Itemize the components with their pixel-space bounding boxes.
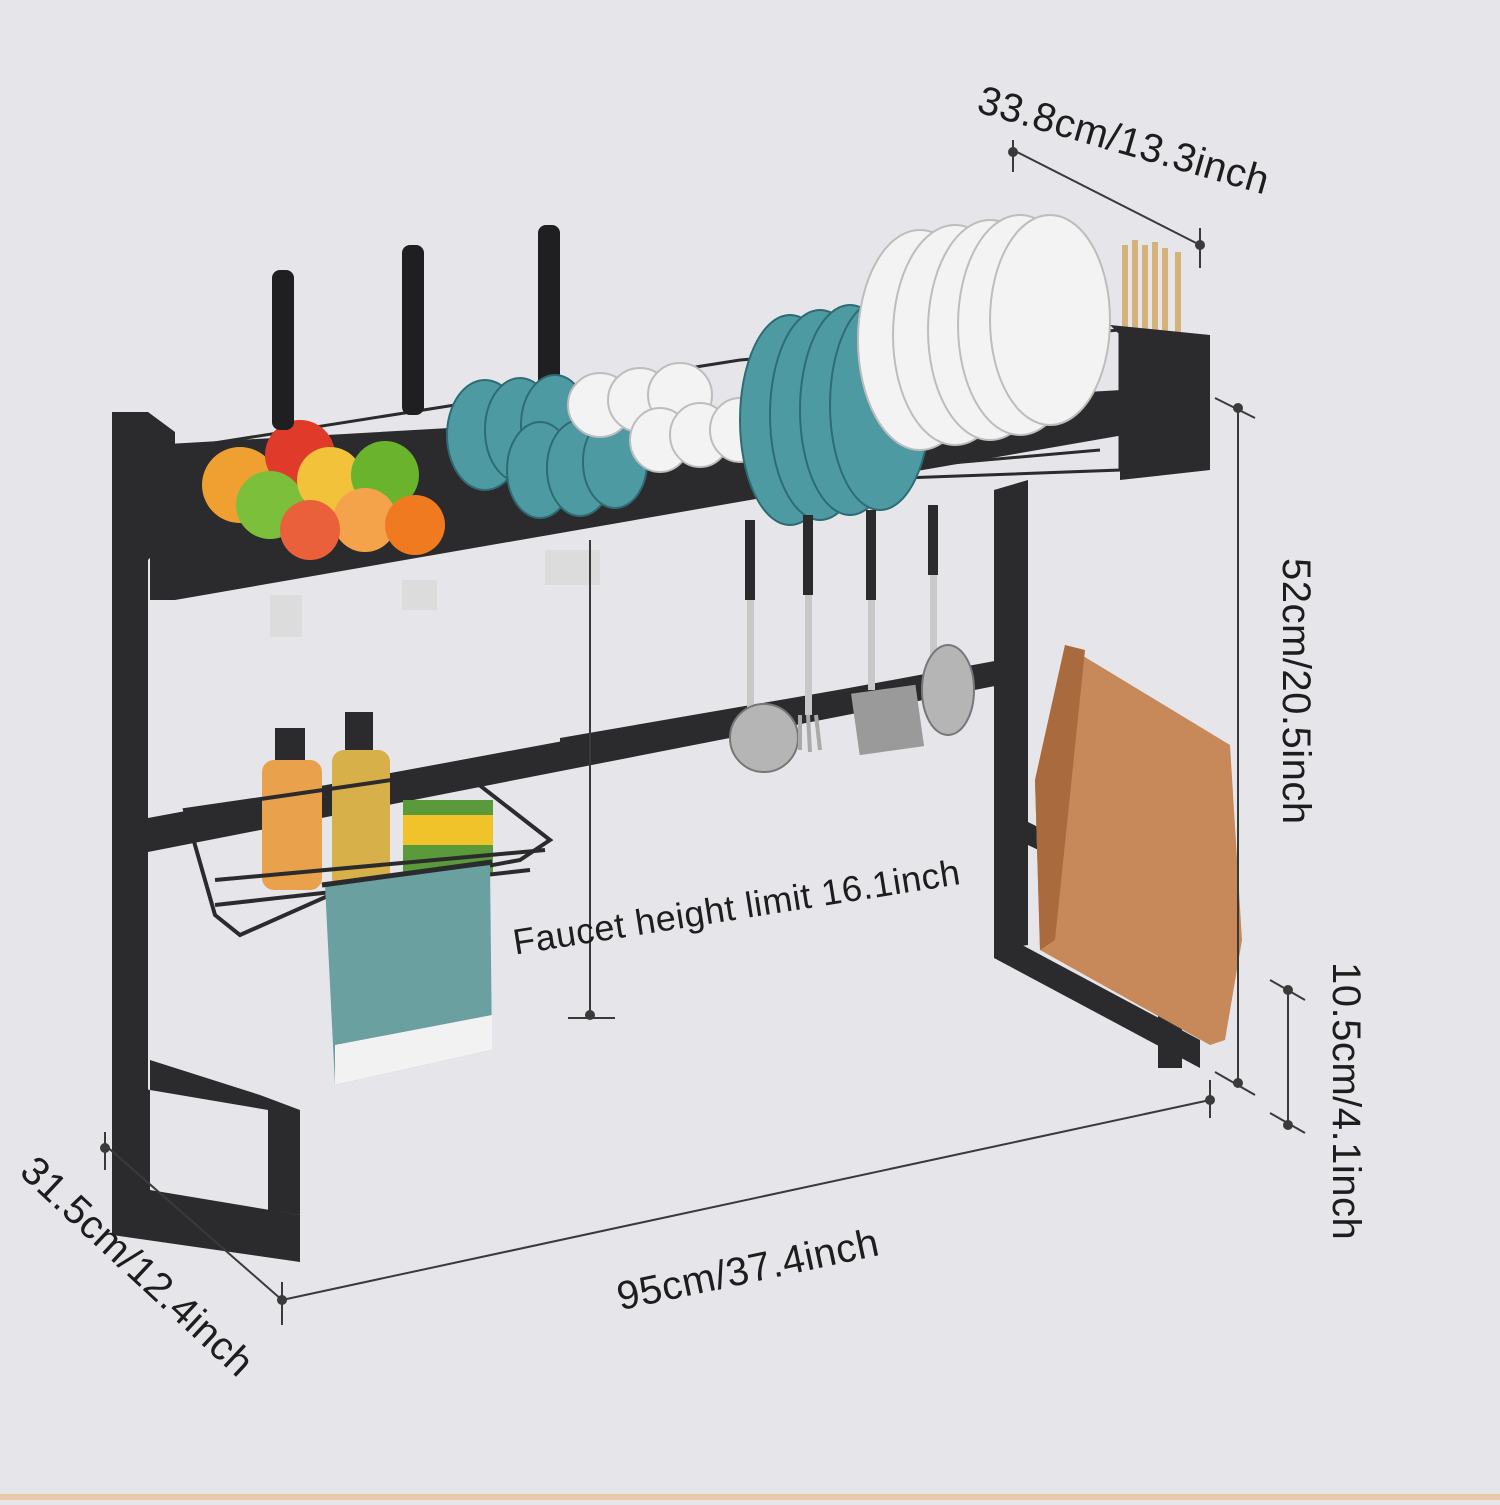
leg-height-label: 10.5cm/4.1inch bbox=[1324, 962, 1368, 1241]
dimension-lines bbox=[100, 140, 1306, 1325]
chopstick-holder bbox=[1110, 240, 1210, 480]
hanging-utensils bbox=[729, 505, 975, 773]
cutting-board bbox=[1035, 645, 1242, 1045]
fruit-pile bbox=[202, 420, 445, 560]
teal-plates bbox=[739, 299, 931, 526]
knives bbox=[272, 225, 560, 430]
teal-bowls bbox=[446, 374, 648, 519]
towel bbox=[321, 859, 493, 1085]
height-label: 52cm/20.5inch bbox=[1274, 558, 1318, 825]
white-plates bbox=[857, 214, 1111, 451]
bottom-edge-strip bbox=[0, 1494, 1500, 1500]
